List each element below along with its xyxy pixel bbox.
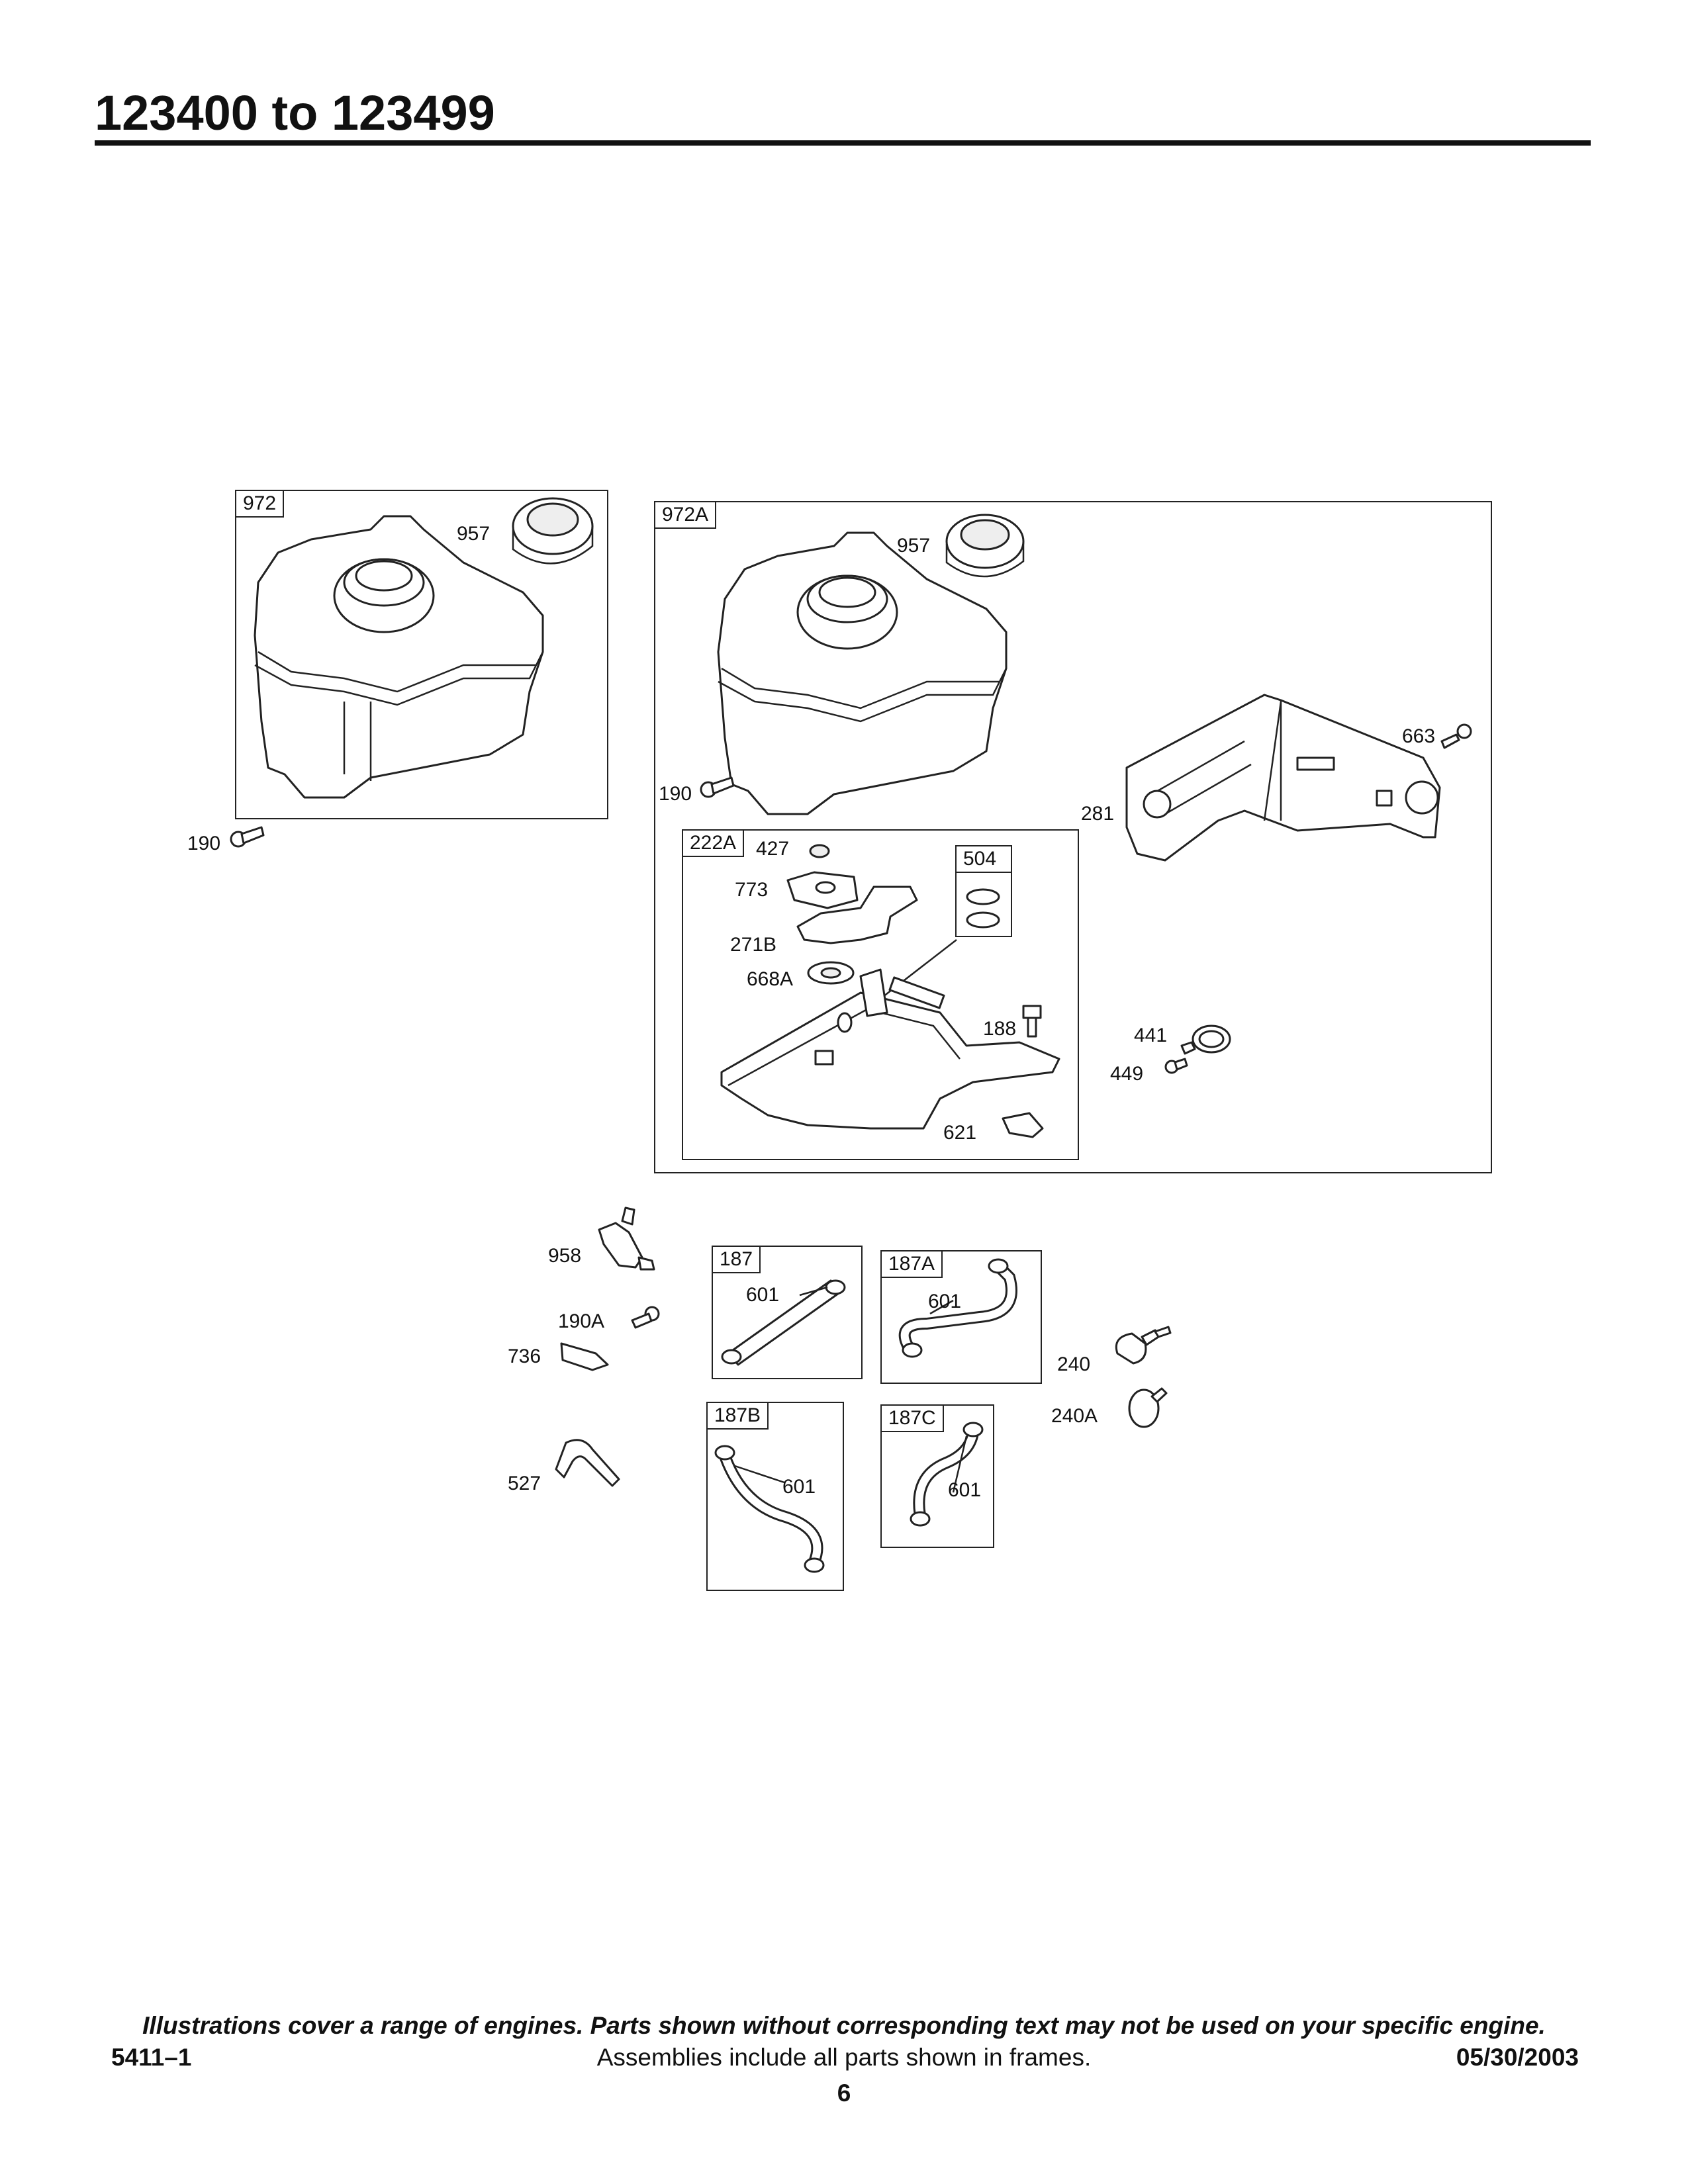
clamp-illustration-527 [555,1439,620,1487]
bolt-illustration-190a [230,826,265,848]
washers-illustration-504 [966,888,1000,929]
page-number: 6 [837,2079,851,2107]
callout-601a: 601 [746,1284,780,1306]
hose-illustration-187 [721,1279,846,1366]
callout-188: 188 [983,1018,1017,1040]
hose-illustration-187B [714,1445,825,1573]
frame-label-187A: 187A [882,1251,943,1278]
fuel-tank-illustration-972A [717,531,1008,815]
callout-736: 736 [508,1345,541,1367]
bracket-illustration-281 [1125,694,1441,862]
document-date: 05/30/2003 [1456,2044,1579,2071]
frame-label-972: 972 [236,491,285,518]
callout-427: 427 [756,838,790,860]
leader-line-601a [799,1286,828,1297]
leader-line-601d [952,1435,968,1493]
callout-601d: 601 [948,1479,982,1501]
callout-190b: 190 [659,783,692,805]
frame-label-187: 187 [713,1247,761,1273]
page-title: 123400 to 123499 [95,85,495,140]
title-rule [95,140,1591,146]
callout-621: 621 [943,1122,977,1144]
valve-illustration-958 [598,1206,655,1271]
frame-label-972A: 972A [655,502,717,529]
callout-441: 441 [1134,1024,1168,1046]
bolt-illustration-188 [1022,1005,1042,1038]
callout-240A: 240A [1051,1405,1098,1427]
filter-illustration-240 [1115,1326,1172,1365]
callout-527: 527 [508,1473,541,1494]
fuel-tank-illustration-972 [254,515,544,799]
lever-illustration-271B [796,886,918,944]
callout-449: 449 [1110,1063,1144,1085]
frame-label-187B: 187B [708,1403,769,1430]
footer-disclaimer: Illustrations cover a range of engines. … [142,2012,1546,2039]
frame-label-187C: 187C [882,1406,944,1432]
control-plate-illustration [720,968,1060,1130]
callout-663: 663 [1402,725,1436,747]
document-number: 5411–1 [111,2044,192,2071]
callout-240: 240 [1057,1353,1091,1375]
clamp-illustration-441 [1180,1024,1231,1055]
hose-illustration-187A [898,1258,1017,1358]
callout-281: 281 [1081,803,1115,825]
bolt-illustration-190b [700,776,735,798]
nut-illustration-427 [809,844,830,858]
screw-illustration-449 [1164,1058,1188,1074]
fuel-cap-illustration-957b [945,514,1025,578]
hose-illustration-187C [910,1422,984,1527]
washer-illustration-668A [807,961,855,985]
fuel-cap-illustration-957a [512,497,594,565]
callout-957b: 957 [897,535,931,557]
frame-label-222A: 222A [683,831,745,857]
pump-illustration-240A [1128,1387,1168,1428]
clip-illustration-736 [560,1342,609,1371]
plate-illustration-773 [786,871,859,909]
callout-958: 958 [548,1245,582,1267]
assemblies-note: Assemblies include all parts shown in fr… [596,2044,1092,2071]
bolt-illustration-663 [1440,723,1472,749]
clip-illustration-621 [1002,1112,1044,1138]
screw-illustration-190A [631,1306,660,1329]
callout-668A: 668A [747,968,794,990]
frame-label-504: 504 [957,846,1011,873]
callout-601b: 601 [928,1291,962,1312]
callout-190A: 190A [558,1310,605,1332]
leader-line-601b [929,1299,954,1315]
callout-190a: 190 [187,833,221,854]
callout-271B: 271B [730,934,777,956]
callout-957a: 957 [457,523,491,545]
callout-601c: 601 [782,1476,816,1498]
callout-773: 773 [735,879,769,901]
leader-line-601c [734,1465,785,1484]
